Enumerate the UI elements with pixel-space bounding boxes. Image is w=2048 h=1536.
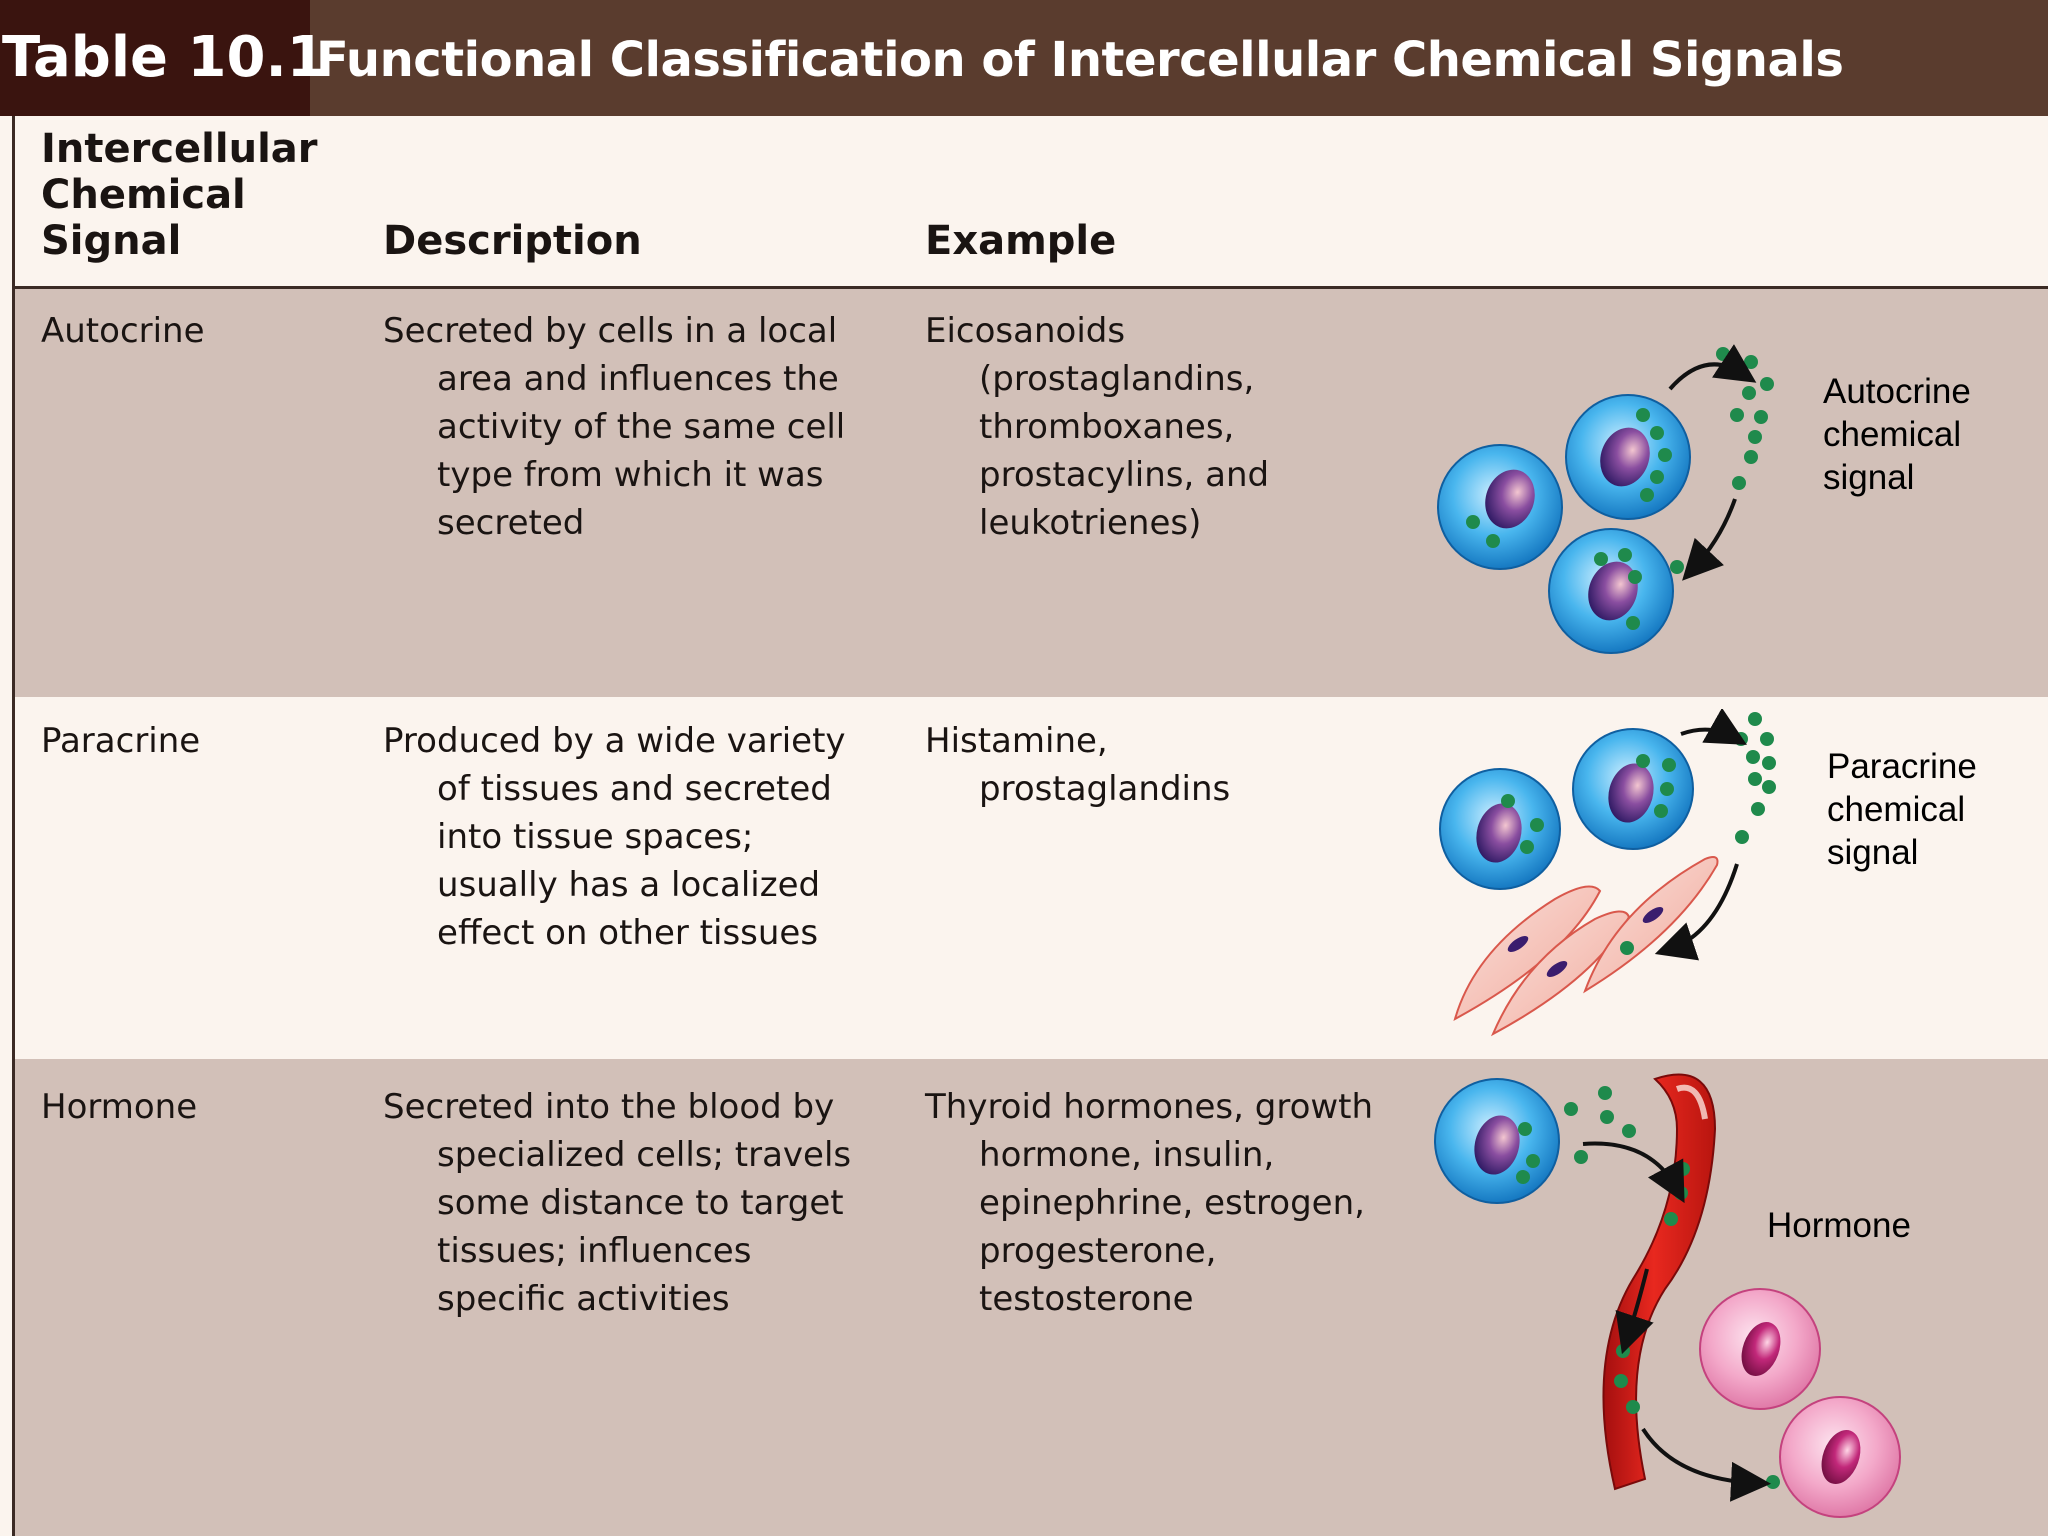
table-title-bar	[0, 0, 2048, 116]
target-cell-2	[1779, 1396, 1901, 1518]
signal-description: Secreted by cells in a local area and in…	[383, 311, 846, 543]
hormone-molecules	[1564, 1086, 1780, 1489]
return-arrow	[1682, 498, 1737, 581]
paracrine-diagram: Paracrine chemical signal	[1439, 709, 1977, 1037]
endocrine-cell	[1434, 1078, 1560, 1204]
header-signal-line-1: Intercellular	[41, 126, 318, 172]
diagram-label-line-2: chemical	[1827, 790, 1965, 829]
header-signal: Intercellular Chemical Signal	[41, 126, 318, 264]
signal-name: Hormone	[41, 1087, 198, 1127]
header-signal-line-2: Chemical	[41, 172, 246, 218]
table-number: Table 10.1	[0, 0, 326, 116]
signal-description: Produced by a wide variety of tissues an…	[383, 721, 846, 953]
signal-description: Secreted into the blood by specialized c…	[383, 1087, 852, 1319]
delivery-arrow	[1641, 1427, 1771, 1502]
diagram-label-line-1: Autocrine	[1823, 372, 1971, 411]
release-arrow	[1680, 709, 1747, 745]
circulation-arrow	[1615, 1268, 1654, 1355]
signal-name: Autocrine	[41, 311, 205, 351]
target-cell-1	[1699, 1288, 1821, 1410]
diagram-label-line-1: Paracrine	[1827, 747, 1977, 786]
table-title: Functional Classification of Intercellul…	[316, 32, 1844, 88]
signaling-cell-3	[1548, 528, 1684, 654]
signal-name: Paracrine	[41, 721, 201, 761]
header-signal-line-3: Signal	[41, 218, 182, 264]
release-arrow	[1668, 344, 1757, 391]
table-row-paracrine: Paracrine Produced by a wide variety of …	[15, 697, 2048, 1059]
diffusion-arrow	[1654, 863, 1739, 961]
table-left-border	[12, 116, 15, 1536]
signal-molecules	[1716, 347, 1774, 490]
table-header-row: Intercellular Chemical Signal Descriptio…	[15, 116, 2048, 286]
table-row-autocrine: Autocrine Secreted by cells in a local a…	[15, 289, 2048, 697]
tissue-cells	[1453, 856, 1719, 1037]
secreting-cell-2	[1572, 728, 1694, 850]
signal-example: Eicosanoids (prostaglandins, thromboxane…	[925, 311, 1270, 543]
table-row-hormone: Hormone Secreted into the blood by speci…	[15, 1059, 2048, 1536]
header-description: Description	[383, 218, 642, 264]
autocrine-diagram: Autocrine chemical signal	[1437, 344, 1971, 654]
header-divider	[15, 286, 2048, 289]
signal-example: Thyroid hormones, growth hormone, insuli…	[925, 1087, 1374, 1319]
header-example: Example	[925, 218, 1117, 264]
signaling-cell-1	[1437, 444, 1563, 570]
secreting-cell-1	[1439, 768, 1561, 890]
diagram-label-line-2: chemical	[1823, 415, 1961, 454]
secretion-arrow	[1582, 1141, 1685, 1204]
signaling-cell-2	[1565, 394, 1691, 520]
hormone-diagram: Hormone	[1434, 1073, 1911, 1518]
blood-vessel	[1602, 1073, 1717, 1491]
diagram-label-line-3: signal	[1823, 458, 1914, 497]
diagram-label-line-1: Hormone	[1767, 1206, 1911, 1245]
diagram-label-line-3: signal	[1827, 833, 1918, 872]
signal-example: Histamine, prostaglandins	[925, 721, 1231, 809]
